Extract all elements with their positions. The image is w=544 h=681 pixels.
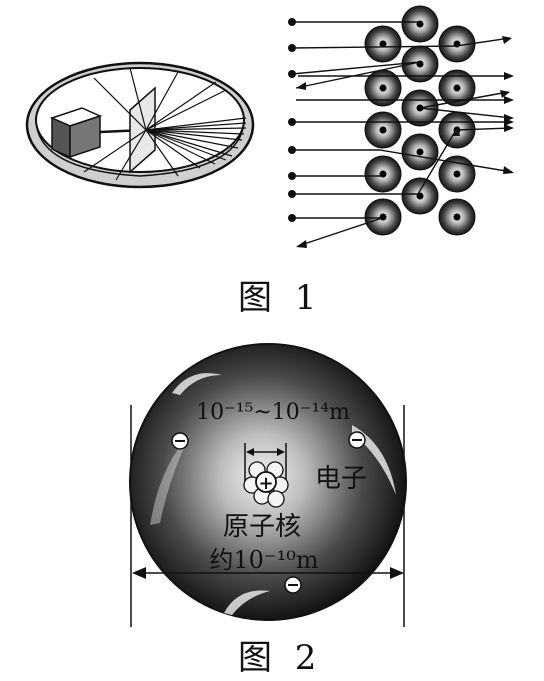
electron-label: 电子 xyxy=(315,464,367,494)
electron xyxy=(171,432,189,450)
atom-diameter-arrow xyxy=(132,567,404,579)
electron xyxy=(284,576,302,594)
scattering-rays xyxy=(83,67,247,181)
alpha-particle-tracks xyxy=(288,5,514,248)
figure1-caption: 图 1 xyxy=(238,278,323,318)
electron xyxy=(348,431,366,449)
gold-foil xyxy=(129,86,156,174)
nucleus-size-bracket xyxy=(244,443,287,487)
figure2-atom-model: + 10⁻¹⁵~10⁻¹⁴m 电子 原子核 约10⁻¹⁰m xyxy=(129,343,407,627)
figure2-caption: 图 2 xyxy=(238,638,323,678)
scattering-apparatus xyxy=(25,61,255,189)
nucleus-charge-symbol: + xyxy=(258,473,273,494)
nucleus xyxy=(243,461,289,508)
nucleus-size-label: 10⁻¹⁵~10⁻¹⁴m xyxy=(196,400,350,425)
figure1-diagram xyxy=(25,5,514,248)
atom-size-label: 约10⁻¹⁰m xyxy=(209,546,318,574)
alpha-source-box xyxy=(49,107,103,159)
gold-atom-lattice xyxy=(364,5,476,236)
nucleus-label: 原子核 xyxy=(223,512,301,542)
